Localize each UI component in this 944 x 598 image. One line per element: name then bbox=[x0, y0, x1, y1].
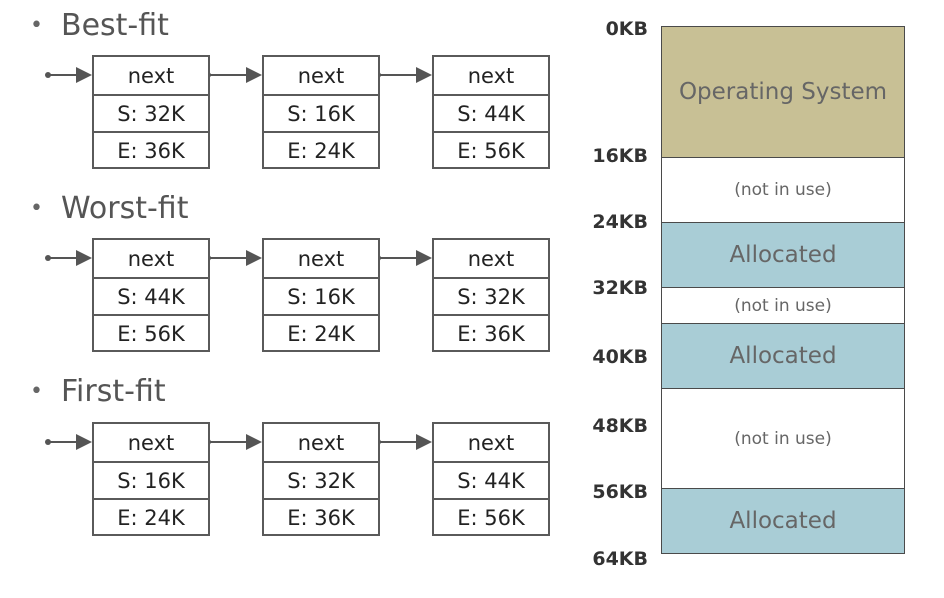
worst-fit-list: next S: 44K E: 56K next S: 16K E: 24K ne… bbox=[44, 238, 564, 358]
node-end: E: 56K bbox=[94, 314, 208, 351]
node-end: E: 36K bbox=[264, 498, 378, 535]
node-end: E: 36K bbox=[94, 131, 208, 168]
worst-fit-heading: • Worst-fit bbox=[30, 191, 188, 226]
best-fit-list: next S: 32K E: 36K next S: 16K E: 24K ne… bbox=[44, 55, 564, 175]
list-node: next S: 44K E: 56K bbox=[432, 422, 550, 536]
list-node: next S: 16K E: 24K bbox=[262, 55, 380, 169]
first-fit-list: next S: 16K E: 24K next S: 32K E: 36K ne… bbox=[44, 422, 564, 542]
node-end: E: 24K bbox=[94, 498, 208, 535]
node-next: next bbox=[467, 63, 515, 88]
node-end: E: 36K bbox=[434, 314, 548, 351]
memory-block-allocated: Allocated bbox=[661, 222, 905, 288]
memory-address-label: 40KB bbox=[592, 346, 648, 368]
bullet-icon: • bbox=[30, 13, 43, 38]
memory-block-free: (not in use) bbox=[661, 388, 905, 489]
node-next: next bbox=[127, 430, 175, 455]
section-title-label: First-fit bbox=[60, 374, 166, 409]
node-next: next bbox=[127, 63, 175, 88]
memory-address-label: 56KB bbox=[592, 481, 648, 503]
list-node: next S: 44K E: 56K bbox=[432, 55, 550, 169]
node-start: S: 32K bbox=[434, 277, 548, 314]
node-next: next bbox=[467, 430, 515, 455]
node-next: next bbox=[297, 430, 345, 455]
memory-address-label: 16KB bbox=[592, 145, 648, 167]
memory-address-label: 0KB bbox=[605, 18, 648, 40]
node-end: E: 56K bbox=[434, 131, 548, 168]
node-start: S: 44K bbox=[434, 94, 548, 131]
memory-address-label: 32KB bbox=[592, 277, 648, 299]
memory-address-label: 24KB bbox=[592, 211, 648, 233]
node-start: S: 44K bbox=[94, 277, 208, 314]
node-next: next bbox=[127, 246, 175, 271]
bullet-icon: • bbox=[30, 196, 43, 221]
node-start: S: 44K bbox=[434, 461, 548, 498]
memory-block-os: Operating System bbox=[661, 26, 905, 158]
memory-address-label: 48KB bbox=[592, 415, 648, 437]
node-start: S: 16K bbox=[264, 277, 378, 314]
list-node: next S: 16K E: 24K bbox=[92, 422, 210, 536]
bullet-icon: • bbox=[30, 379, 43, 404]
node-end: E: 56K bbox=[434, 498, 548, 535]
node-start: S: 16K bbox=[94, 461, 208, 498]
list-node: next S: 32K E: 36K bbox=[432, 238, 550, 352]
list-node: next S: 44K E: 56K bbox=[92, 238, 210, 352]
node-next: next bbox=[467, 246, 515, 271]
memory-address-label: 64KB bbox=[592, 548, 648, 570]
memory-block-free: (not in use) bbox=[661, 157, 905, 223]
memory-block-free: (not in use) bbox=[661, 287, 905, 324]
node-start: S: 16K bbox=[264, 94, 378, 131]
memory-block-allocated: Allocated bbox=[661, 323, 905, 389]
node-end: E: 24K bbox=[264, 131, 378, 168]
list-node: next S: 32K E: 36K bbox=[92, 55, 210, 169]
section-title-label: Worst-fit bbox=[60, 191, 189, 226]
node-end: E: 24K bbox=[264, 314, 378, 351]
best-fit-heading: • Best-fit bbox=[30, 8, 169, 43]
memory-block-allocated: Allocated bbox=[661, 488, 905, 554]
first-fit-heading: • First-fit bbox=[30, 374, 166, 409]
list-node: next S: 32K E: 36K bbox=[262, 422, 380, 536]
node-start: S: 32K bbox=[94, 94, 208, 131]
node-next: next bbox=[297, 63, 345, 88]
list-node: next S: 16K E: 24K bbox=[262, 238, 380, 352]
section-title-label: Best-fit bbox=[60, 8, 169, 43]
node-start: S: 32K bbox=[264, 461, 378, 498]
node-next: next bbox=[297, 246, 345, 271]
